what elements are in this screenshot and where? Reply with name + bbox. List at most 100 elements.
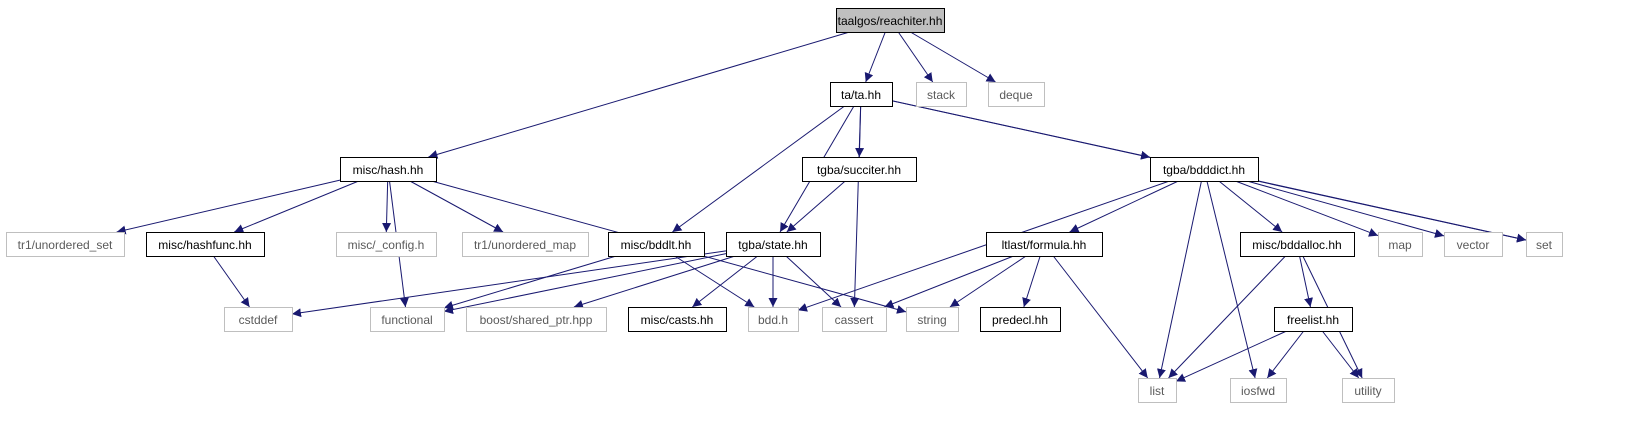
edges-layer [116,31,1527,382]
node-bddlt[interactable]: misc/bddlt.hh [608,232,705,257]
edge-hashfunc-to-cstddef [213,255,250,308]
node-label: taalgos/reachiter.hh [838,14,943,28]
node-utility: utility [1342,378,1395,403]
node-box [6,232,125,257]
node-label: misc/casts.hh [641,313,714,327]
node-label: ltlast/formula.hh [1002,238,1087,252]
node-set: set [1526,232,1563,257]
node-box [986,232,1103,257]
node-tr1set: tr1/unordered_set [6,232,125,257]
edge-bdddict-to-map [1235,180,1379,237]
node-box [916,82,967,107]
node-label: predecl.hh [992,313,1048,327]
node-box [1230,378,1287,403]
edge-state-to-cassert [785,255,842,308]
node-box [980,307,1061,332]
node-box [1138,378,1177,403]
edge-formula-to-predecl [1022,255,1041,308]
node-label: functional [381,313,432,327]
node-box [836,8,945,33]
node-label: tgba/bdddict.hh [1163,163,1245,177]
node-list: list [1138,378,1177,403]
node-label: cassert [835,313,874,327]
edge-reachiter-to-hash [428,31,850,159]
node-bddalloc[interactable]: misc/bddalloc.hh [1240,232,1355,257]
node-formula[interactable]: ltlast/formula.hh [986,232,1103,257]
edge-reachiter-to-deque [910,31,996,83]
node-deque: deque [988,82,1045,107]
edge-state-to-cstddef [291,250,727,318]
node-string: string [906,307,959,332]
edge-ta-to-bddlt [672,105,845,233]
edge-bddalloc-to-list [1168,255,1286,379]
edge-bddlt-to-functional [443,255,617,310]
node-bdddict[interactable]: tgba/bdddict.hh [1150,157,1259,182]
node-box [1150,157,1259,182]
node-label: vector [1457,238,1490,252]
node-config: misc/_config.h [336,232,437,257]
node-box [1378,232,1423,257]
node-label: deque [999,88,1033,102]
node-label: string [917,313,946,327]
node-hashfunc[interactable]: misc/hashfunc.hh [146,232,265,257]
node-box [370,307,445,332]
node-label: misc/bddalloc.hh [1252,238,1341,252]
edge-reachiter-to-ta [864,31,886,83]
node-box [628,307,727,332]
node-label: misc/bddlt.hh [621,238,692,252]
node-freelist[interactable]: freelist.hh [1274,307,1353,332]
node-box [830,82,893,107]
node-label: boost/shared_ptr.hpp [480,313,593,327]
node-box [1240,232,1355,257]
node-label: freelist.hh [1287,313,1339,327]
node-label: tr1/unordered_set [18,238,113,252]
node-label: stack [927,88,956,102]
node-casts[interactable]: misc/casts.hh [628,307,727,332]
node-box [726,232,821,257]
node-predecl[interactable]: predecl.hh [980,307,1061,332]
node-tr1map: tr1/unordered_map [462,232,589,257]
edge-succiter-to-state [786,180,846,233]
edge-bddalloc-to-freelist [1299,255,1313,308]
node-label: set [1536,238,1553,252]
node-reachiter[interactable]: taalgos/reachiter.hh [836,8,945,33]
node-box [608,232,705,257]
node-label: list [1150,384,1165,398]
node-label: tgba/succiter.hh [817,163,901,177]
node-succiter[interactable]: tgba/succiter.hh [802,157,917,182]
node-sharedptr: boost/shared_ptr.hpp [466,307,607,332]
node-box [340,157,437,182]
node-cstddef: cstddef [224,307,293,332]
node-box [1444,232,1503,257]
node-state[interactable]: tgba/state.hh [726,232,821,257]
edge-bdddict-to-bddh [797,180,1170,312]
node-box [146,232,265,257]
node-box [822,307,887,332]
node-functional: functional [370,307,445,332]
edge-state-to-sharedptr [573,255,736,309]
node-vector: vector [1444,232,1503,257]
node-box [336,232,437,257]
edge-freelist-to-list [1175,330,1287,382]
edge-bdddict-to-vector [1246,180,1445,238]
edge-hash-to-tr1set [116,179,341,235]
node-box [1526,232,1563,257]
node-label: tr1/unordered_map [474,238,576,252]
edge-state-to-functional [443,253,727,315]
node-iosfwd: iosfwd [1230,378,1287,403]
node-hash[interactable]: misc/hash.hh [340,157,437,182]
edge-formula-to-cassert [884,255,1014,308]
node-box [462,232,589,257]
node-label: ta/ta.hh [841,88,881,102]
node-box [802,157,917,182]
node-label: tgba/state.hh [738,238,807,252]
node-box [466,307,607,332]
edge-bdddict-to-bddalloc [1218,180,1283,233]
node-label: misc/hashfunc.hh [158,238,251,252]
node-cassert: cassert [822,307,887,332]
edge-formula-to-list [1052,255,1149,379]
node-box [906,307,959,332]
node-ta[interactable]: ta/ta.hh [830,82,893,107]
node-label: map [1388,238,1412,252]
